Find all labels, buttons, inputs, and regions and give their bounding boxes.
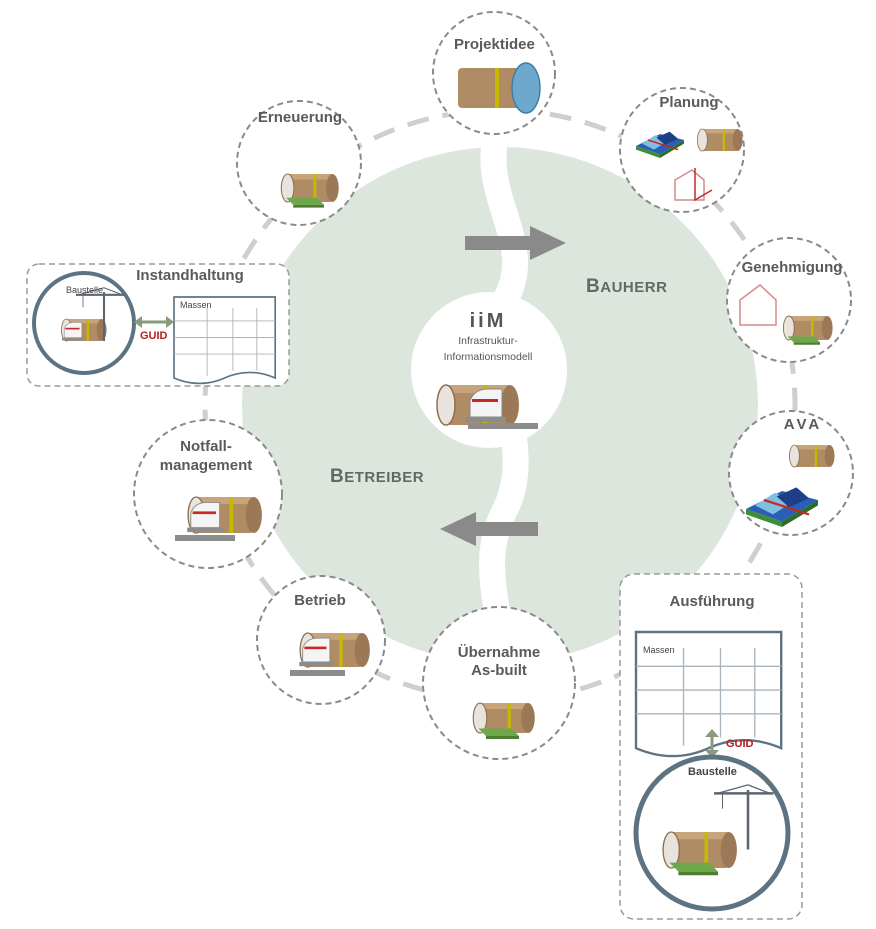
center-tunnel-illustration — [436, 384, 538, 429]
role-bauherr: BAUHERR — [586, 276, 667, 298]
phase-projektidee — [432, 11, 556, 135]
center-title-line1: Infrastruktur- — [458, 335, 518, 347]
label-planung: Planung — [659, 94, 719, 111]
center-title-line2: Informationsmodell — [443, 351, 533, 363]
role-betreiber-rest: ETREIBER — [344, 469, 425, 486]
label-betrieb: Betrieb — [294, 592, 346, 609]
ausfuehrung-guid-label: GUID — [726, 738, 754, 750]
role-bauherr-initial: B — [586, 276, 601, 297]
role-betreiber: BETREIBER — [330, 466, 424, 488]
label-genehmigung: Genehmigung — [741, 259, 843, 276]
arrow-clockwise — [465, 226, 566, 260]
phase-instandhaltung — [26, 263, 290, 387]
ausfuehrung-baustelle-label: Baustelle — [688, 766, 737, 778]
label-ausfuehrung: Ausführung — [669, 593, 755, 610]
arrow-counterclockwise — [440, 512, 538, 546]
phase-ausfuehrung — [619, 573, 803, 920]
label-ava: AVA — [783, 416, 823, 433]
ausfuehrung-massen-label: Massen — [643, 645, 675, 655]
phase-ava — [728, 410, 854, 536]
instandhaltung-guid-label: GUID — [140, 330, 168, 342]
role-betreiber-initial: B — [330, 466, 345, 487]
label-erneuerung: Erneuerung — [257, 109, 343, 126]
label-projektidee: Projektidee — [454, 36, 535, 53]
phase-betrieb — [256, 575, 386, 705]
role-bauherr-rest: AUHERR — [600, 279, 668, 296]
instandhaltung-baustelle-label: Baustelle — [66, 285, 104, 295]
label-notfall-line2: management — [159, 457, 253, 474]
center-acronym: iiM — [469, 310, 507, 332]
label-uebernahme-line2: As-built — [471, 662, 527, 679]
label-notfall-line1: Notfall- — [180, 438, 232, 455]
phase-planung — [619, 87, 745, 213]
phase-uebernahme — [422, 606, 576, 760]
label-uebernahme-line1: Übernahme — [457, 644, 541, 661]
phase-genehmigung — [726, 237, 852, 363]
instandhaltung-massen-label: Massen — [180, 300, 212, 310]
center-model-title: iiM Infrastruktur- Informationsmodell — [413, 310, 563, 365]
label-instandhaltung: Instandhaltung — [136, 267, 244, 284]
phase-notfallmanagement — [133, 419, 283, 569]
phase-erneuerung — [236, 100, 362, 226]
